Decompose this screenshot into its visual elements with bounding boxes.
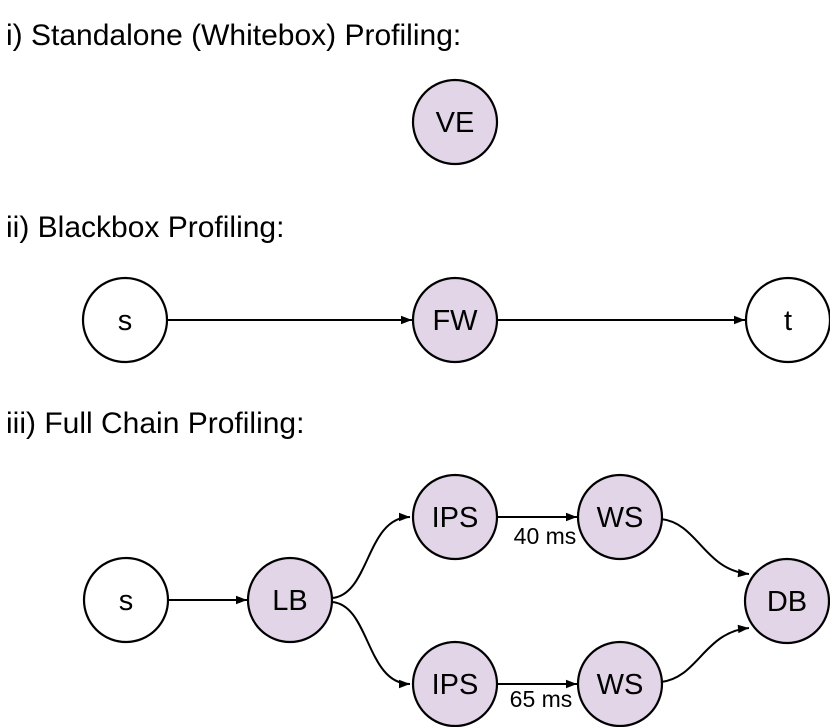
- section-standalone-heading: i) Standalone (Whitebox) Profiling:: [6, 19, 461, 52]
- node-ve-label: VE: [436, 107, 475, 139]
- node-db: DB: [743, 557, 830, 645]
- node-t-label: t: [784, 305, 792, 337]
- node-s-blackbox: s: [81, 276, 169, 364]
- section-fullchain-heading: iii) Full Chain Profiling:: [6, 407, 304, 440]
- edge-ws-top-to-db: [660, 518, 750, 578]
- node-ws-bottom: WS: [576, 640, 664, 727]
- edge-ws-bottom-to-db: [660, 624, 750, 683]
- node-ips-bottom-circle: [411, 640, 499, 727]
- edge-label-40ms: 40 ms: [514, 523, 577, 549]
- node-lb-label: LB: [272, 585, 307, 617]
- node-s-label: s: [119, 585, 134, 617]
- edge-lb-to-ips-bottom: [331, 601, 411, 689]
- node-lb-circle: [246, 556, 334, 644]
- node-ips-bottom: IPS: [411, 640, 499, 727]
- node-t-circle: [744, 276, 830, 364]
- node-ips-bottom-label: IPS: [432, 669, 479, 701]
- node-s-circle: [82, 556, 170, 644]
- node-lb: LB: [246, 556, 334, 644]
- node-ve: VE: [411, 78, 499, 166]
- node-db-circle: [743, 557, 830, 645]
- node-ips-top-label: IPS: [432, 502, 479, 534]
- edge-label-65ms: 65 ms: [510, 686, 573, 712]
- node-ws-bottom-label: WS: [597, 669, 644, 701]
- node-t: t: [744, 276, 830, 364]
- node-ve-circle: [411, 78, 499, 166]
- edge-lb-to-ips-top: [331, 512, 411, 599]
- node-ips-top: IPS: [411, 473, 499, 561]
- section-fullchain: iii) Full Chain Profiling: 40 ms 65 ms s…: [6, 407, 830, 727]
- section-blackbox: ii) Blackbox Profiling: s FW t: [6, 211, 830, 364]
- node-ws-top: WS: [576, 473, 664, 561]
- node-s-label: s: [118, 305, 133, 337]
- section-blackbox-heading: ii) Blackbox Profiling:: [6, 211, 284, 244]
- node-ws-top-circle: [576, 473, 664, 561]
- node-fw-circle: [411, 276, 499, 364]
- node-fw-label: FW: [432, 305, 478, 337]
- node-s-circle: [81, 276, 169, 364]
- section-standalone: i) Standalone (Whitebox) Profiling: VE: [6, 19, 499, 166]
- node-ws-bottom-circle: [576, 640, 664, 727]
- node-s-fullchain: s: [82, 556, 170, 644]
- node-fw: FW: [411, 276, 499, 364]
- node-ws-top-label: WS: [597, 502, 644, 534]
- node-ips-top-circle: [411, 473, 499, 561]
- node-db-label: DB: [767, 586, 807, 618]
